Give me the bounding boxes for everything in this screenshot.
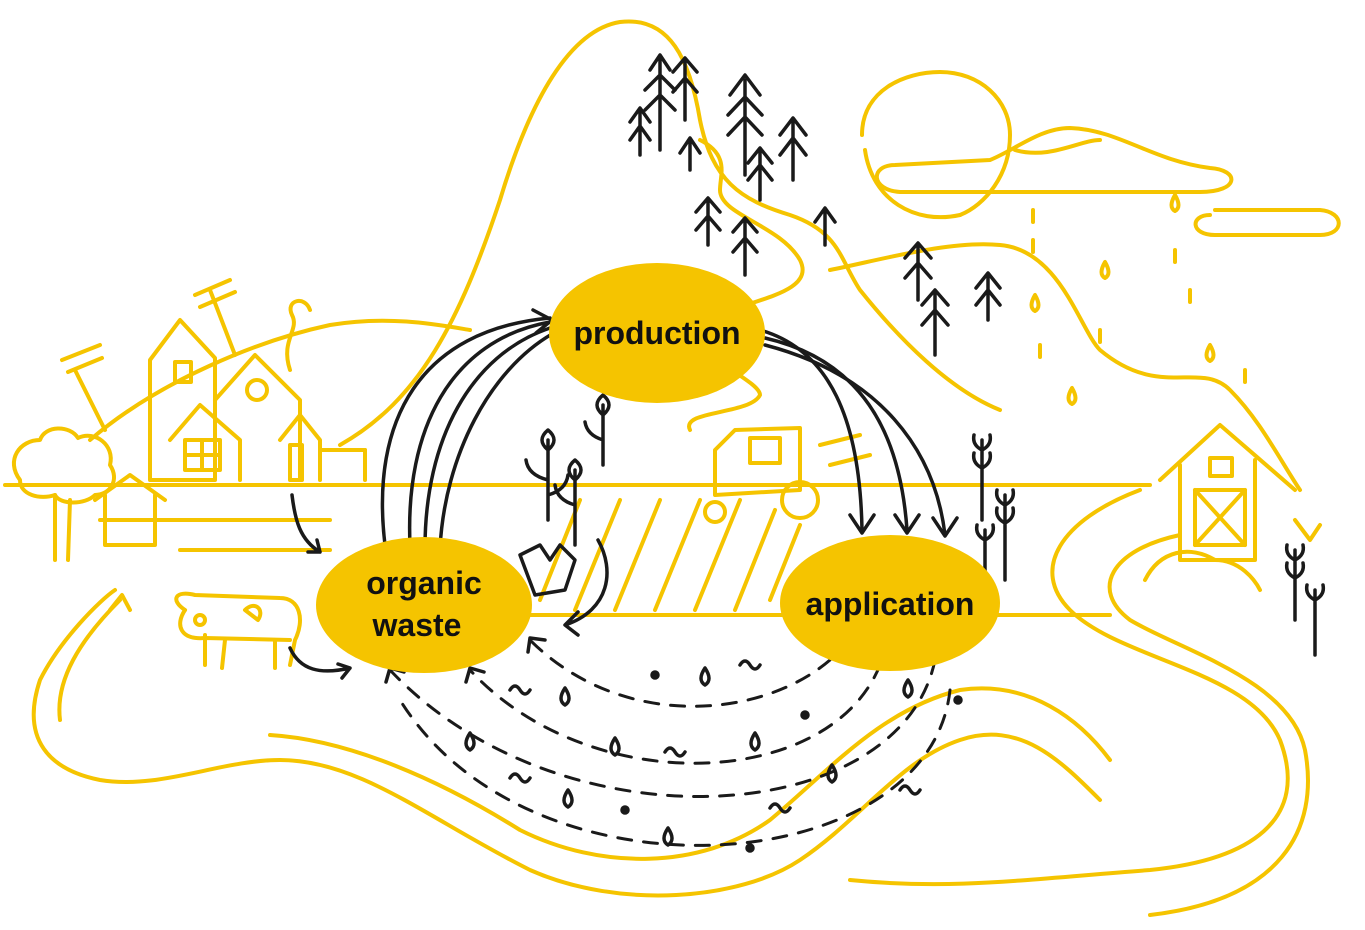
tree-icon (12, 426, 116, 562)
river-icon (848, 488, 1290, 887)
river-bank-icon (1107, 533, 1310, 917)
tractor-icon (703, 426, 872, 524)
arrow-up-icon (57, 593, 132, 722)
organic-waste-label-line1: organic (366, 565, 482, 601)
organic-waste-label-line2: waste (372, 607, 462, 643)
field-icon (538, 498, 802, 612)
background-landscape (3, 19, 1341, 917)
flow-arrows-waste-to-production (380, 308, 554, 550)
sun-icon (860, 70, 1012, 220)
node-organic-waste: organic waste (316, 537, 532, 673)
barn-icon (1143, 423, 1322, 592)
cow-icon (174, 591, 302, 670)
production-label: production (573, 315, 740, 351)
bottom-loop-inner-icon (268, 686, 1112, 861)
node-application: application (780, 535, 1000, 671)
bottom-loop-icon (31, 588, 1102, 898)
arrow-icons-left (288, 493, 352, 680)
village-houses-icon (60, 278, 367, 482)
forest-icon (628, 53, 1002, 357)
water-drop-icons (464, 666, 914, 847)
right-hill-icon (828, 242, 1302, 492)
cloud-icon (874, 126, 1341, 237)
flow-arrows-production-to-application (758, 328, 959, 538)
hill-icon (338, 19, 1002, 447)
microbe-icons (508, 659, 963, 853)
hill-path-icon (687, 138, 805, 432)
application-label: application (806, 586, 975, 622)
node-production: production (549, 263, 765, 403)
rain-icon (1029, 193, 1247, 406)
plant-sprout-icon (518, 393, 611, 637)
